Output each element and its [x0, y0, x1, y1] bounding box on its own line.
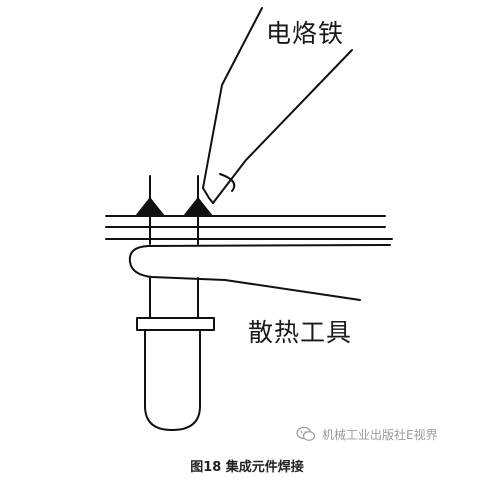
heat-sink-tool — [128, 244, 391, 301]
watermark-text: 机械工业出版社E视界 — [322, 427, 438, 442]
solder-joints — [135, 197, 213, 216]
watermark: 机械工业出版社E视界 — [296, 424, 438, 444]
wechat-bubble-icon — [296, 426, 316, 441]
soldering-iron — [202, 7, 353, 204]
component-leads — [149, 175, 199, 319]
heat-sink-tool-label: 散热工具 — [248, 318, 353, 347]
soldering-iron-label: 电烙铁 — [266, 19, 345, 48]
figure-caption: 图18 集成元件焊接 — [190, 460, 304, 475]
component-body — [136, 317, 215, 431]
circuit-board — [105, 215, 393, 240]
solder-joint-right — [183, 197, 213, 216]
solder-joint-left — [135, 197, 165, 216]
